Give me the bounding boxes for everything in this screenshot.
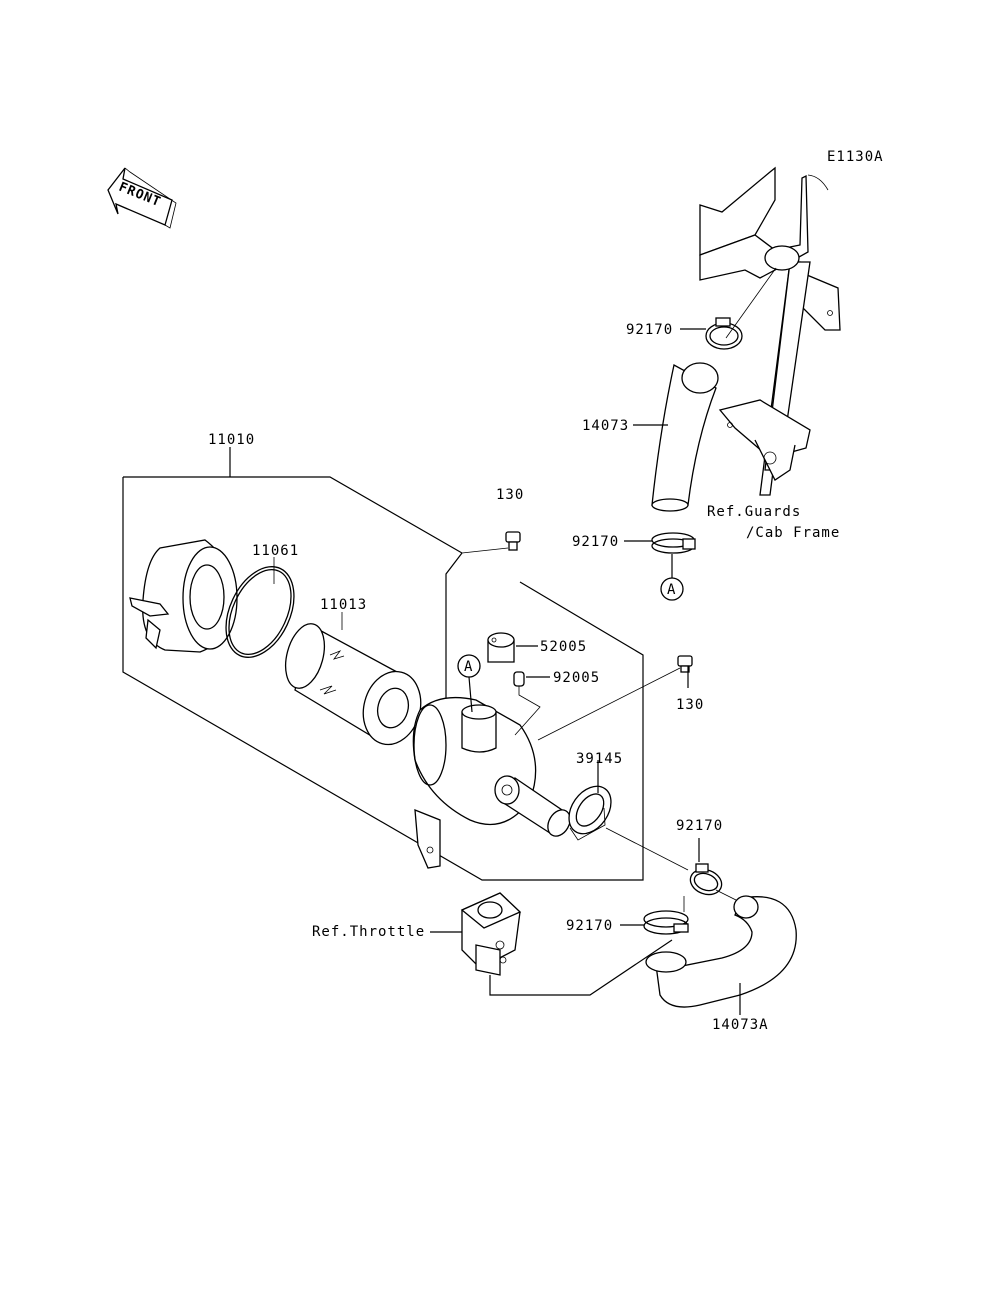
label-ref-throttle: Ref.Throttle	[312, 924, 425, 940]
label-ref-guards: Ref.Guards	[707, 504, 801, 520]
label-14073A: 14073A	[712, 1017, 769, 1033]
label-ref-cab-frame: /Cab Frame	[746, 525, 840, 541]
label-92170-mid: 92170	[572, 534, 619, 550]
front-arrow-icon: FRONT	[107, 167, 177, 229]
label-92170-right: 92170	[676, 818, 723, 834]
bolt-130-top	[505, 531, 521, 551]
label-11013: 11013	[320, 597, 367, 613]
bolt-130-right	[677, 655, 693, 673]
filter-element-11013	[284, 623, 422, 746]
label-92170-low: 92170	[566, 918, 613, 934]
clamp-92170-top	[705, 317, 743, 350]
ref-marker-a-upper: A	[667, 582, 676, 598]
seal-39145	[568, 785, 612, 841]
cab-frame	[699, 166, 841, 496]
label-52005: 52005	[540, 639, 587, 655]
assy-bracket-outline	[122, 476, 644, 881]
label-130-right: 130	[676, 697, 704, 713]
air-cleaner-housing	[412, 696, 571, 869]
label-11010: 11010	[208, 432, 255, 448]
throttle-body	[460, 892, 522, 976]
diagram-code: E1130A	[827, 149, 884, 165]
clamp-92170-mid	[651, 532, 696, 554]
label-92005: 92005	[553, 670, 600, 686]
clamp-92170-low	[643, 910, 689, 935]
ring-11061	[225, 566, 295, 658]
label-92170-top: 92170	[626, 322, 673, 338]
clamp-92170-right	[689, 863, 723, 896]
ref-marker-a-housing: A	[464, 659, 473, 675]
label-11061: 11061	[252, 543, 299, 559]
duct-14073	[651, 362, 719, 512]
label-39145: 39145	[576, 751, 623, 767]
label-14073: 14073	[582, 418, 629, 434]
fitting-92005	[513, 671, 525, 687]
air-cleaner-cover	[129, 539, 238, 653]
duct-14073A	[645, 895, 797, 1008]
label-130-top: 130	[496, 487, 524, 503]
cap-52005	[487, 632, 515, 663]
